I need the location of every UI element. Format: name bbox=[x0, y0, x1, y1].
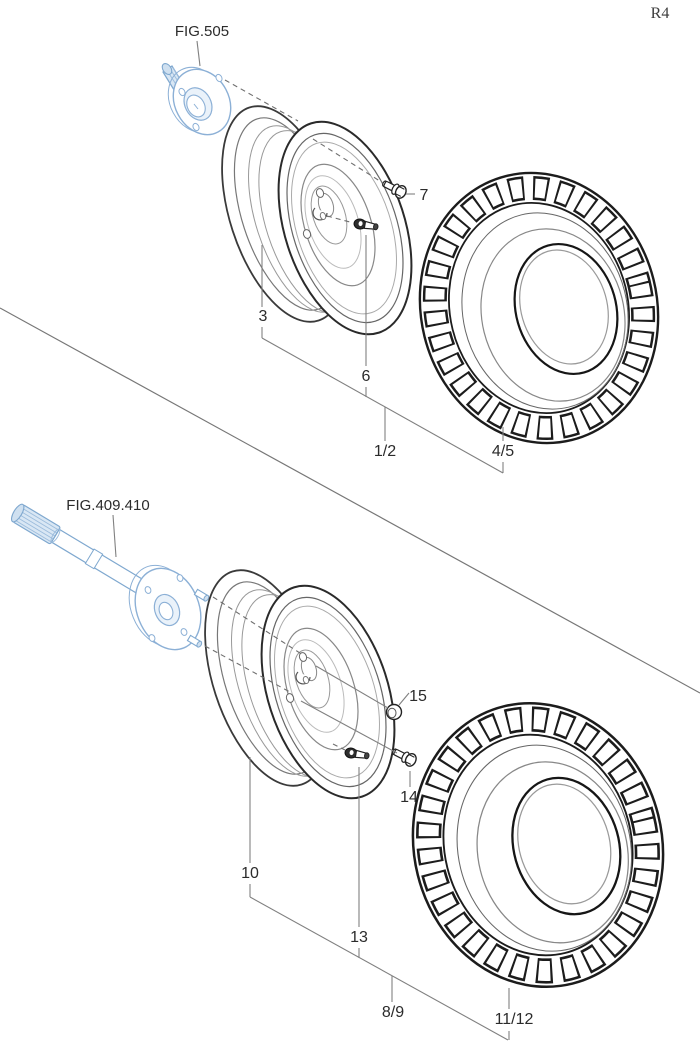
figure-ref-409-410[interactable]: FIG.409.410 bbox=[66, 497, 149, 514]
bolt7-projection-line bbox=[312, 138, 384, 184]
callout-14-leader bbox=[300, 700, 398, 754]
bottom-bracket-line bbox=[249, 896, 509, 1041]
fig409-leader bbox=[112, 514, 117, 558]
callout-nut-15[interactable]: 15 bbox=[409, 688, 427, 705]
stud2-projection-line bbox=[204, 645, 291, 693]
callout-rim-10[interactable]: 10 bbox=[241, 865, 259, 882]
callout-15-leader bbox=[315, 665, 389, 709]
callout-assembly-89[interactable]: 8/9 bbox=[382, 1004, 404, 1021]
fig505-leader bbox=[196, 40, 201, 67]
figure-ref-505[interactable]: FIG.505 bbox=[175, 23, 229, 40]
top-hub-drawing bbox=[161, 63, 232, 136]
callout-valve-13[interactable]: 13 bbox=[350, 929, 368, 946]
callout-bolt-7[interactable]: 7 bbox=[420, 187, 429, 204]
bottom-rim-drawing bbox=[180, 553, 421, 817]
valve6-projection-line bbox=[326, 215, 351, 223]
top-figure: FIG.505 3 6 7 1/2 4/5 bbox=[161, 23, 687, 474]
bottom-tire-drawing bbox=[383, 676, 693, 1013]
top-tire-drawing bbox=[392, 147, 687, 468]
callout-rim-3[interactable]: 3 bbox=[259, 308, 268, 325]
callout-assembly-12[interactable]: 1/2 bbox=[374, 443, 396, 460]
valve13-projection-line bbox=[332, 743, 346, 751]
section-divider-line bbox=[0, 307, 700, 694]
callout-bolt-14[interactable]: 14 bbox=[400, 789, 418, 806]
hub-projection-line bbox=[224, 79, 299, 122]
top-rim-drawing bbox=[197, 89, 438, 353]
bottom-nut-drawing bbox=[385, 703, 403, 721]
top-bracket-line bbox=[261, 337, 504, 474]
bottom-figure: FIG.409.410 10 13 14 15 8/9 11/12 bbox=[10, 497, 693, 1041]
callout-15-connector bbox=[398, 692, 410, 706]
bottom-bolt-drawing bbox=[389, 744, 419, 769]
callout-valve-6[interactable]: 6 bbox=[362, 368, 371, 385]
bottom-axle-drawing bbox=[10, 503, 210, 651]
callout-tire-45[interactable]: 4/5 bbox=[492, 443, 514, 460]
page-code: R4 bbox=[651, 5, 670, 22]
callout-tire-1112[interactable]: 11/12 bbox=[495, 1011, 534, 1028]
